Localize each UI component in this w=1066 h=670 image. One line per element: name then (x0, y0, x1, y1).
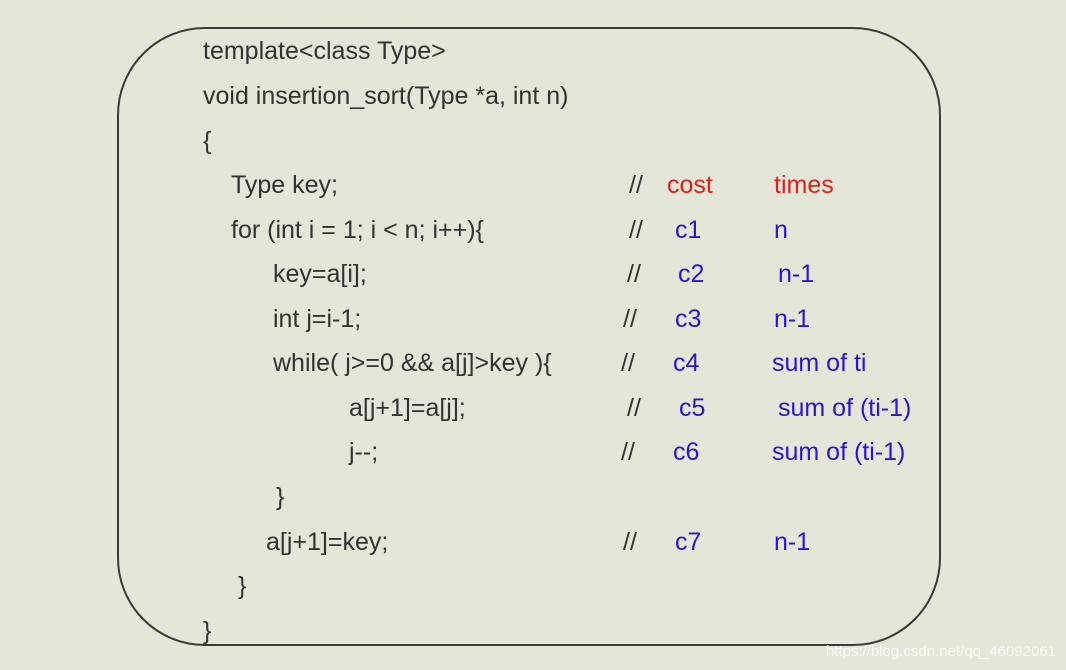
code-line-close-function: } (203, 617, 212, 645)
cost-cell: c5 (679, 394, 706, 422)
header-times: times (774, 171, 834, 199)
code-line-type-key: Type key; (231, 171, 338, 199)
comment-marker: // (627, 260, 641, 288)
cost-cell: c4 (673, 349, 700, 377)
times-cell: n (774, 216, 788, 244)
code-line-signature: void insertion_sort(Type *a, int n) (203, 82, 569, 110)
comment-marker: // (621, 438, 635, 466)
code-line-shift: a[j+1]=a[j]; (349, 394, 466, 422)
code-line-key-assign: key=a[i]; (273, 260, 367, 288)
comment-marker: // (629, 216, 643, 244)
code-line-close-while: } (276, 483, 285, 511)
times-cell: n-1 (774, 528, 811, 556)
code-line-open-brace: { (203, 127, 212, 155)
times-cell: sum of ti (772, 349, 867, 377)
code-line-for: for (int i = 1; i < n; i++){ (231, 216, 484, 244)
rounded-frame (117, 27, 941, 646)
cost-cell: c1 (675, 216, 702, 244)
comment-marker: // (627, 394, 641, 422)
code-line-decrement: j--; (349, 438, 379, 466)
header-cost: cost (667, 171, 713, 199)
code-line-int-j: int j=i-1; (273, 305, 362, 333)
watermark: https://blog.csdn.net/qq_46092061 (825, 643, 1056, 660)
code-line-insert-key: a[j+1]=key; (266, 528, 389, 556)
comment-marker: // (621, 349, 635, 377)
cost-cell: c2 (678, 260, 705, 288)
times-cell: n-1 (774, 305, 811, 333)
comment-marker: // (623, 528, 637, 556)
cost-cell: c7 (675, 528, 702, 556)
cost-cell: c3 (675, 305, 702, 333)
code-line-template: template<class Type> (203, 37, 446, 65)
cost-cell: c6 (673, 438, 700, 466)
code-line-close-for: } (238, 572, 247, 600)
times-cell: n-1 (778, 260, 815, 288)
times-cell: sum of (ti-1) (772, 438, 906, 466)
comment-marker: // (629, 171, 643, 199)
times-cell: sum of (ti-1) (778, 394, 912, 422)
code-line-while: while( j>=0 && a[j]>key ){ (273, 349, 552, 377)
comment-marker: // (623, 305, 637, 333)
